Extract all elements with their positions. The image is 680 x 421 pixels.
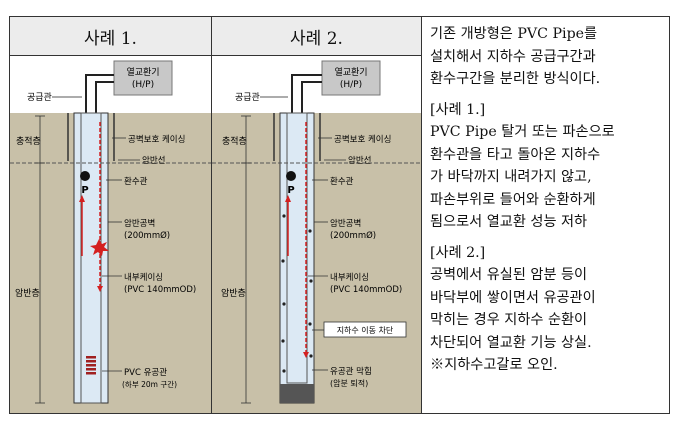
bedrock-layer-label: 암반층 (15, 287, 40, 299)
heat-pump-sub: (H/P) (340, 80, 362, 90)
case1-line: PVC Pipe 탈거 또는 파손으로 (430, 124, 615, 140)
rock-hole-label: 암반공벽 (124, 218, 155, 229)
inner-casing-label: 내부케이싱 (124, 272, 163, 283)
case2-line: 공벽에서 유실된 암분 등이 (430, 267, 588, 283)
clogged-pipe-label: 유공관 막힘 (330, 366, 372, 377)
case2-diagram: 열교환기 (H/P) 공급관 P (212, 56, 421, 413)
inner-casing (80, 112, 102, 404)
case-table: 사례 1. 사례 2. 열교환기 (H/P) 공급관 P (9, 16, 670, 414)
rock-hole-size: (200mmØ) (124, 230, 170, 241)
column-divider (421, 17, 422, 413)
heat-pump-sub: (H/P) (132, 80, 154, 90)
inner-casing-spec: (PVC 140mmOD) (124, 285, 196, 295)
case1-line: 파손부위로 들어와 순환하게 (430, 191, 596, 208)
heat-pump-box (321, 60, 381, 96)
case1-header: 사례 1. (10, 17, 211, 56)
clogged-pipe-sub: (암분 퇴적) (330, 378, 368, 388)
intro-paragraph: 기존 개방형은 PVC Pipe를 설치해서 지하수 공급구간과 환수구간을 분… (430, 23, 662, 91)
case2-paragraph: [사례 2.] 공벽에서 유실된 암분 등이 바닥부에 쌓이면서 유공관이 막히… (430, 242, 662, 377)
bedrock-line-label: 암반선 (348, 155, 371, 166)
perforated-pipe-label: PVC 유공관 (124, 367, 167, 378)
case2-title: [사례 2.] (430, 244, 486, 261)
case2-line: 차단되어 열교환 기능 상실. (430, 334, 592, 351)
case1-line: 가 바닥까지 내려가지 않고, (430, 169, 592, 185)
heat-pump-label: 열교환기 (126, 66, 159, 78)
rock-hole (279, 112, 315, 404)
case1-diagram: 열교환기 (H/P) 공급관 P (10, 56, 211, 413)
casing-protect-label: 공벽보호 케이싱 (334, 134, 391, 145)
casing-protect-label: 공벽보호 케이싱 (128, 134, 185, 145)
rock-hole (73, 112, 109, 404)
pump-label: P (287, 185, 294, 196)
blocked-callout (323, 321, 407, 338)
case1-title: [사례 1.] (430, 101, 486, 118)
bedrock-layer-label: 암반층 (221, 287, 246, 299)
supply-pipe-label: 공급관 (27, 92, 52, 103)
case2-header: 사례 2. (212, 17, 421, 56)
sediment-layer-label: 충적층 (16, 135, 41, 147)
damage-marker (90, 239, 109, 256)
description-column: 기존 개방형은 PVC Pipe를 설치해서 지하수 공급구간과 환수구간을 분… (422, 17, 670, 413)
sediment-layer-label: 충적층 (222, 135, 247, 147)
return-pipe-label: 환수관 (330, 176, 354, 187)
case1-paragraph: [사례 1.] PVC Pipe 탈거 또는 파손으로 환수관을 타고 돌아온 … (430, 99, 662, 234)
heat-pump-box (113, 60, 173, 96)
case2-line: ※지하수고갈로 오인. (430, 357, 558, 373)
case1-line: 됨으로서 열교환 성능 저하 (430, 214, 588, 230)
rock-hole-label: 암반공벽 (330, 218, 361, 229)
intro-line: 설치해서 지하수 공급구간과 (430, 48, 596, 65)
rock-hole-size: (200mmØ) (330, 230, 376, 241)
intro-line: 기존 개방형은 PVC Pipe를 (430, 26, 598, 42)
perforated-pipe-sub: (하부 20m 구간) (122, 379, 177, 389)
case2-line: 막히는 경우 지하수 순환이 (430, 312, 588, 328)
bedrock-line-label: 암반선 (142, 155, 165, 166)
inner-casing-spec: (PVC 140mmOD) (330, 285, 402, 295)
inner-casing-label: 내부케이싱 (330, 272, 369, 283)
return-pipe-label: 환수관 (124, 176, 148, 187)
blocked-label: 지하수 이동 차단 (337, 325, 394, 335)
case2-line: 바닥부에 쌓이면서 유공관이 (430, 289, 596, 306)
supply-pipe-label: 공급관 (235, 92, 260, 103)
sediment-fill (280, 384, 314, 403)
case1-line: 환수관을 타고 돌아온 지하수 (430, 146, 601, 163)
intro-line: 환수구간을 분리한 방식이다. (430, 71, 601, 87)
inner-casing (286, 112, 308, 384)
column-divider (211, 17, 212, 413)
heat-pump-label: 열교환기 (334, 66, 367, 78)
pump-label: P (81, 185, 88, 196)
